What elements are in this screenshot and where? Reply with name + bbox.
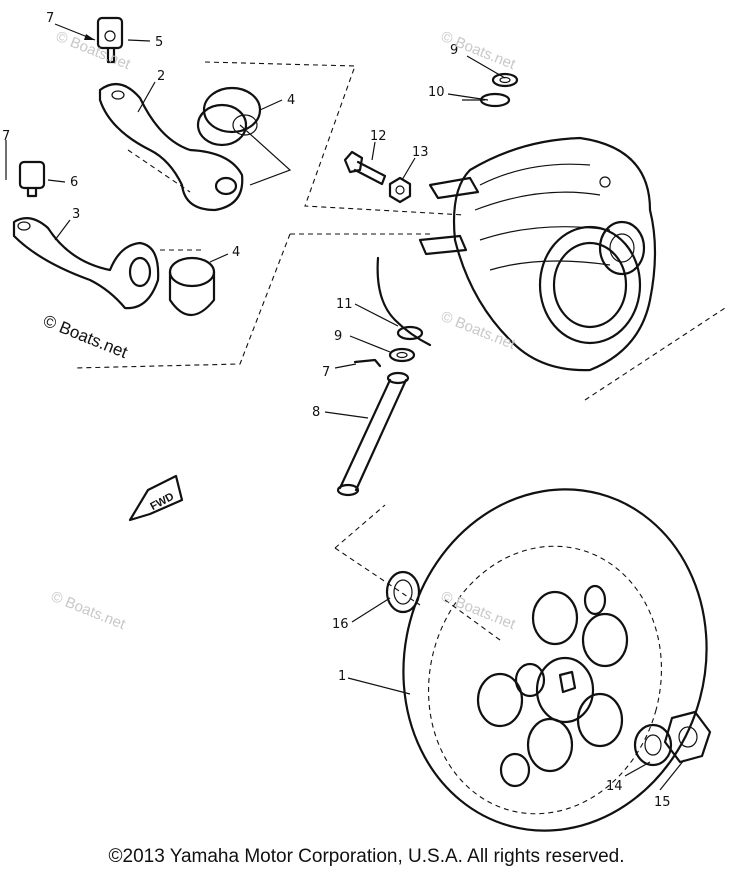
bolt-part-5 [96, 16, 124, 64]
callout-14: 14 [606, 779, 623, 794]
brake-caliper-housing [418, 136, 657, 372]
spring-clip-part-11 [376, 256, 432, 347]
bolt-part-12 [343, 150, 387, 186]
cotter-pin-part-7 [353, 358, 382, 368]
watermark-main: © Boats.net [41, 311, 131, 362]
callout-9-lower: 9 [334, 329, 342, 344]
brake-arm-part-3 [12, 217, 160, 310]
washer-part-9-lower [388, 347, 416, 363]
callout-7-top: 7 [46, 11, 54, 26]
callout-1: 1 [338, 669, 346, 684]
pin-part-8 [336, 371, 410, 497]
washer-part-16 [385, 570, 421, 614]
callout-9-upper: 9 [450, 43, 458, 58]
watermark-3: © Boats.net [439, 308, 519, 354]
callout-13: 13 [412, 145, 429, 160]
callout-4-upper: 4 [287, 93, 295, 108]
callout-7-lower: 7 [322, 365, 330, 380]
clip-part-10 [462, 92, 511, 108]
assembly-frame-upper [204, 61, 466, 216]
callout-4-lower: 4 [232, 245, 240, 260]
watermarks: © Boats.net © Boats.net © Boats.net © Bo… [41, 28, 519, 634]
nut-part-13 [388, 176, 412, 204]
callout-2: 2 [157, 69, 165, 84]
copyright-notice: ©2013 Yamaha Motor Corporation, U.S.A. A… [108, 846, 625, 867]
brake-arm-part-2 [98, 82, 244, 212]
callout-3: 3 [72, 207, 80, 222]
bushing-part-4-lower [168, 256, 216, 316]
callout-15: 15 [654, 795, 671, 810]
brake-disc-part-1 [402, 488, 708, 832]
assembly-frame-lower [74, 233, 430, 369]
forward-arrow-icon: FWD [128, 474, 184, 522]
leader-lines [5, 23, 685, 791]
bolt-part-6 [18, 160, 46, 198]
washer-part-9-upper [491, 72, 519, 88]
callout-16: 16 [332, 617, 349, 632]
callout-6: 6 [70, 175, 78, 190]
watermark-4: © Boats.net [49, 588, 129, 634]
nut-part-15 [663, 710, 712, 764]
bushing-part-4-upper [196, 86, 262, 147]
callout-5: 5 [155, 35, 163, 50]
washer-part-14 [633, 723, 673, 767]
callout-11: 11 [336, 297, 353, 312]
callout-10: 10 [428, 85, 445, 100]
callout-7-left: 7 [2, 129, 10, 144]
callout-labels: 7 5 2 4 7 6 3 4 9 10 12 13 11 9 7 8 16 1… [2, 11, 671, 810]
callout-12: 12 [370, 129, 387, 144]
callout-8: 8 [312, 405, 320, 420]
